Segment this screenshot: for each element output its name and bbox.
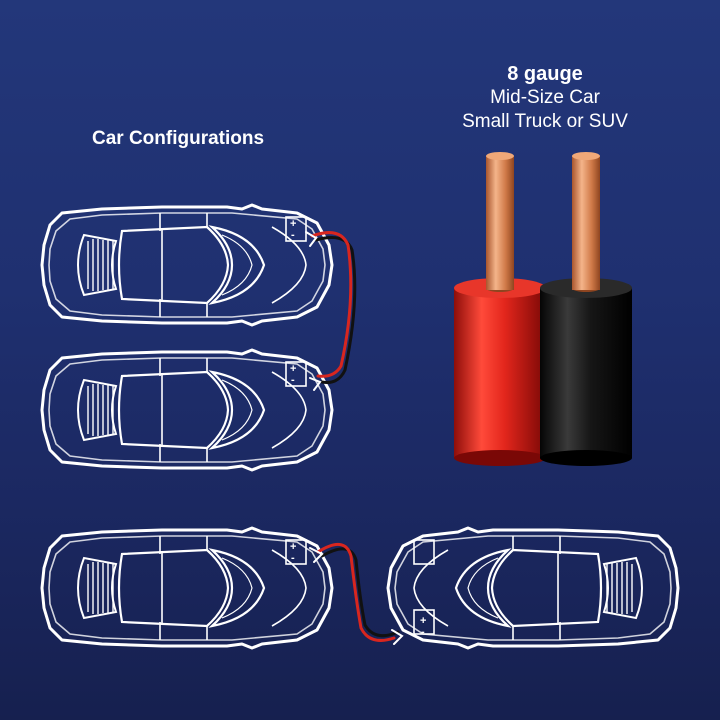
vehicle-type-2: Small Truck or SUV — [462, 111, 628, 132]
car-outline-4 — [386, 526, 680, 650]
car-outline-3 — [40, 526, 334, 650]
jumper-cable-top — [305, 231, 357, 391]
battery-plus-1: + — [290, 218, 296, 230]
battery-plus-4: + — [420, 615, 426, 627]
battery-plus-3: + — [290, 541, 296, 553]
gauge-label: 8 gauge — [507, 63, 583, 85]
car-outline-1 — [40, 203, 334, 327]
battery-minus-1: - — [291, 229, 295, 241]
jumper-cable-bottom — [309, 543, 404, 645]
battery-plus-2: + — [290, 363, 296, 375]
red-cable-section — [454, 152, 546, 466]
battery-minus-4: - — [421, 626, 425, 638]
car-outline-2 — [40, 348, 334, 472]
vehicle-type-1: Mid-Size Car — [490, 87, 600, 108]
battery-minus-3: - — [291, 552, 295, 564]
section-title: Car Configurations — [92, 128, 265, 149]
battery-minus-2: - — [291, 374, 295, 386]
black-cable-section — [540, 152, 632, 466]
gauge-spec: 8 gauge Mid-Size Car Small Truck or SUV — [430, 62, 660, 134]
